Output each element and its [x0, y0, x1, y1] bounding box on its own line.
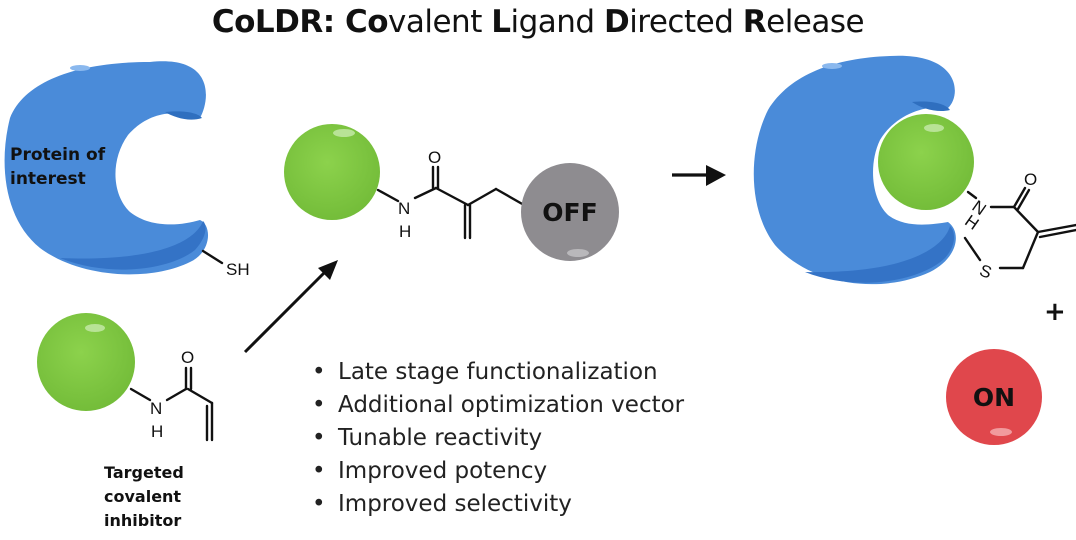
advantage-item: • Improved potency: [312, 455, 684, 488]
product-atom-o: O: [1024, 170, 1037, 189]
advantage-item: • Late stage functionalization: [312, 356, 684, 389]
product-protein-shape: [753, 55, 956, 285]
title-segment: igand: [510, 4, 604, 40]
protein-label-line1: Protein of: [10, 145, 106, 165]
off-sphere: [521, 163, 619, 261]
title-segment: R: [742, 4, 767, 40]
title-segment: valent: [388, 4, 492, 40]
reaction-arrow: [672, 165, 726, 186]
inhibitor-atom-n: N: [150, 399, 162, 418]
title-segment: CoLDR:: [211, 4, 345, 40]
product-atom-s: S: [977, 261, 994, 283]
title-segment: elease: [766, 4, 865, 40]
diagram-title: CoLDR: Covalent Ligand Directed Release: [0, 4, 1076, 40]
on-sphere: [946, 349, 1042, 445]
product-ligand-highlight: [924, 124, 944, 132]
probe-atom-n: N: [398, 199, 410, 218]
off-label: OFF: [542, 198, 597, 227]
protein-label-line2: interest: [10, 169, 86, 189]
released-payload: ON: [946, 349, 1042, 445]
bullet-icon: •: [312, 392, 326, 418]
on-highlight: [990, 428, 1012, 436]
product-protein-shadow-top: [912, 101, 950, 112]
protein-highlight: [70, 65, 90, 71]
product-protein-shadow-bottom: [805, 226, 955, 283]
advantage-text: Additional optimization vector: [338, 392, 685, 418]
modification-arrow: [243, 260, 338, 354]
covalent-complex: N H O S +: [753, 55, 1076, 327]
bullet-icon: •: [312, 458, 326, 484]
inhibitor-atom-o: O: [181, 348, 194, 367]
title-segment: L: [491, 4, 511, 40]
bullet-icon: •: [312, 359, 326, 385]
advantage-item: • Improved selectivity: [312, 488, 684, 521]
coldr-probe: N H O OFF: [284, 124, 619, 261]
protein-shadow-top: [165, 111, 202, 120]
inhibitor-label-line3: inhibitor: [104, 511, 181, 530]
inhibitor-ligand-highlight: [85, 324, 105, 332]
advantages-list: • Late stage functionalization • Additional…: [312, 356, 684, 521]
probe-ligand-highlight: [333, 129, 355, 137]
advantage-text: Tunable reactivity: [338, 425, 543, 451]
bullet-icon: •: [312, 491, 326, 517]
protein-of-interest: Protein of interest SH: [4, 61, 250, 279]
product-ligand-sphere: [878, 114, 974, 210]
plus-sign: +: [1044, 297, 1066, 327]
thiol-label: SH: [226, 260, 250, 279]
probe-ligand-sphere: [284, 124, 380, 220]
protein-shadow-bottom: [60, 221, 206, 270]
advantage-text: Improved selectivity: [338, 491, 572, 517]
advantage-item: • Additional optimization vector: [312, 389, 684, 422]
advantage-text: Improved potency: [338, 458, 548, 484]
probe-atom-o: O: [428, 148, 441, 167]
targeted-covalent-inhibitor: N H O Targeted covalent inhibitor: [37, 313, 214, 530]
thiol-bond: [201, 249, 224, 265]
inhibitor-label-line2: covalent: [104, 487, 181, 506]
product-protein-highlight: [822, 63, 842, 69]
inhibitor-atom-h: H: [151, 422, 163, 441]
title-segment: D: [603, 4, 630, 40]
probe-atom-h: H: [399, 222, 411, 241]
advantage-text: Late stage functionalization: [338, 359, 658, 385]
title-segment: irected: [629, 4, 743, 40]
bullet-icon: •: [312, 425, 326, 451]
title-segment: Co: [344, 4, 389, 40]
inhibitor-ligand-sphere: [37, 313, 135, 411]
off-highlight: [567, 249, 589, 257]
protein-shape: [4, 61, 209, 275]
on-label: ON: [973, 383, 1015, 412]
advantage-item: • Tunable reactivity: [312, 422, 684, 455]
inhibitor-label-line1: Targeted: [104, 463, 184, 482]
